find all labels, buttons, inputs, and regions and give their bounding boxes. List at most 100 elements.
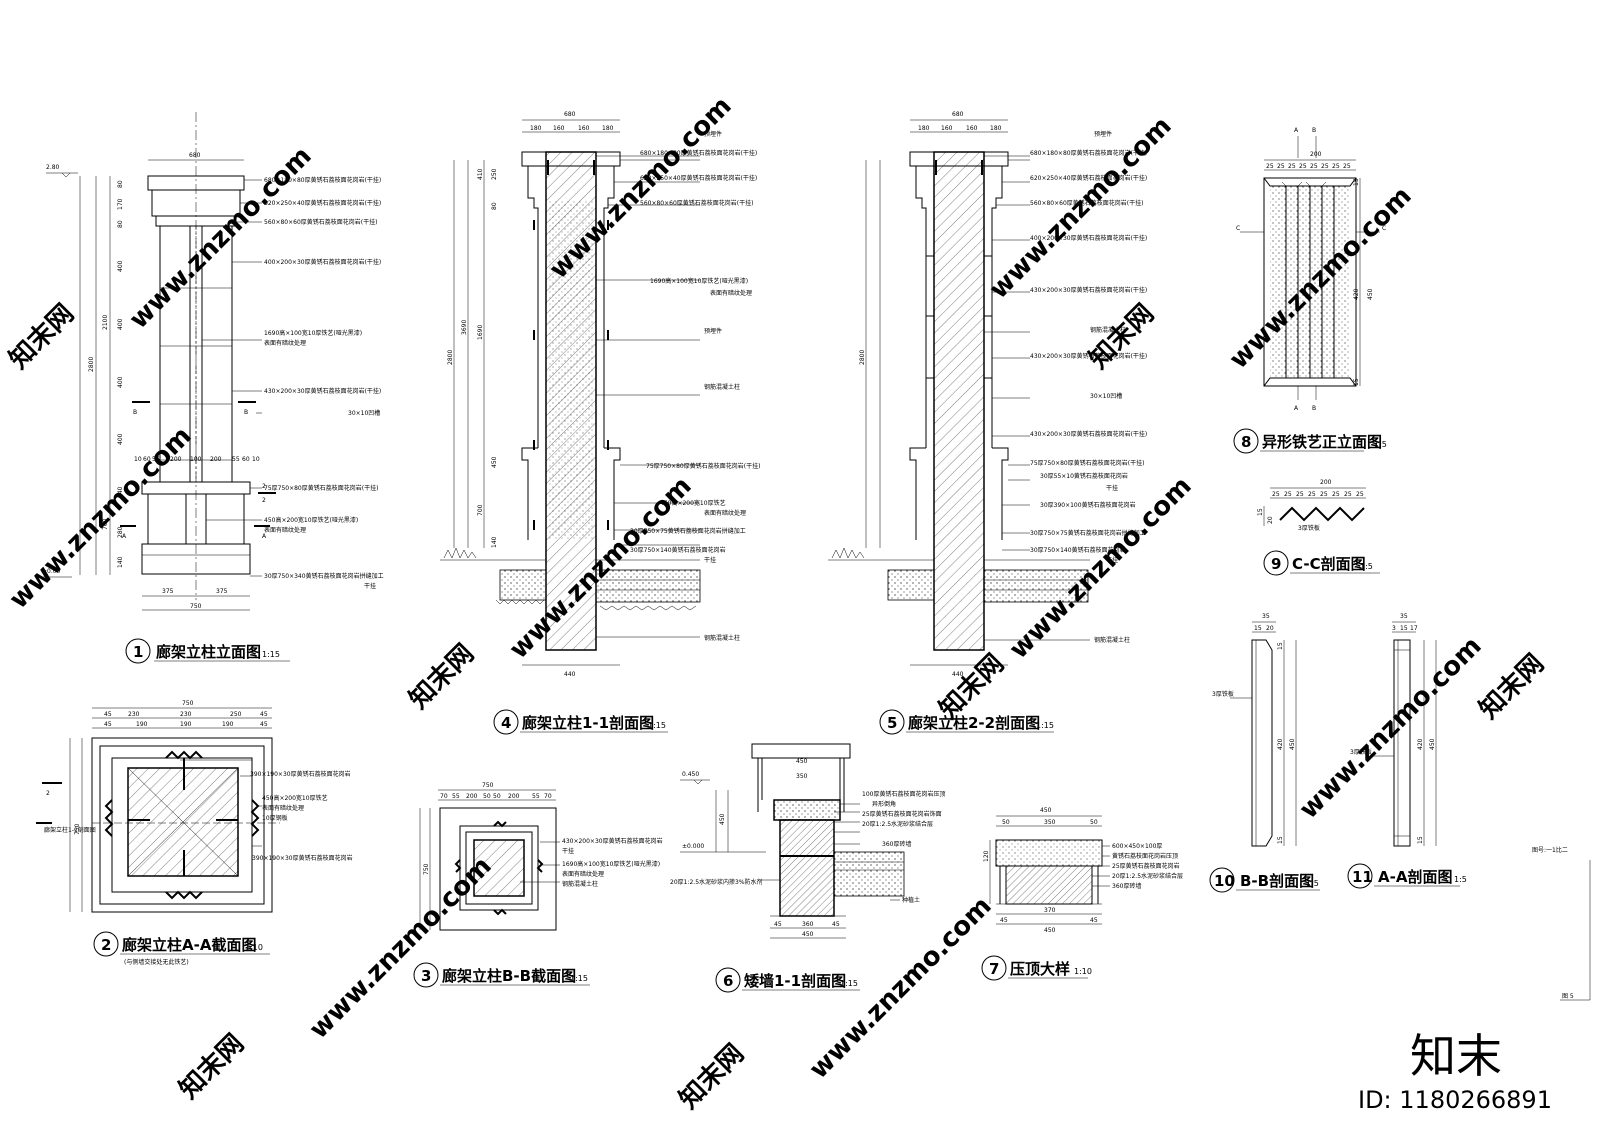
dimension-label: 55 — [152, 456, 160, 463]
annotation-text: 9 — [1271, 555, 1281, 573]
dimension-label: 750 — [423, 863, 430, 875]
dimension-label: 190 — [180, 721, 192, 728]
drawing-2-column-section-aa: 750 45 230 230 250 45 45 190 190 190 45 … — [36, 700, 353, 966]
annotation-text: 干挂 — [1106, 556, 1118, 564]
dimension-label: 200 — [1320, 479, 1332, 486]
dimension-label: 25 — [1272, 491, 1280, 498]
dimension-label: 375 — [162, 588, 174, 595]
dimension-label: 750 — [190, 603, 202, 610]
watermark-site: www.znzmo.com — [1294, 631, 1488, 825]
dimension-label: 50 — [1002, 819, 1010, 826]
dimension-label: 450 — [802, 931, 814, 938]
dimension-label: 50 — [483, 793, 491, 800]
dimension-label: 25 — [1356, 491, 1364, 498]
annotation-text: 560×80×60厚黄锈石荔枝面花岗岩(干挂) — [264, 218, 377, 226]
annotation-text: 1:10 — [245, 943, 263, 952]
dimension-label: 200 — [508, 793, 520, 800]
drawing-9-iron-section-cc: 200 25 25 25 25 25 25 25 25 15 20 3厚铁板 9… — [1257, 479, 1380, 576]
annotation-text: 异形倒角 — [872, 800, 896, 808]
annotation-text: 30厚750×75黄锈石荔枝面花岗岩拼缝加工 — [630, 527, 746, 535]
drawing-10-title: B-B剖面图 — [1240, 872, 1314, 890]
dimension-label: 55 — [452, 793, 460, 800]
dimension-label: 25 — [1296, 491, 1304, 498]
annotation-text: B — [1312, 405, 1316, 412]
dimension-label: 55 — [532, 793, 540, 800]
drawing-11-title: A-A剖面图 — [1378, 868, 1452, 886]
dimension-label: 170 — [117, 198, 124, 210]
drawing-11-iron-section-aa: 35 3 15 17 420 450 15 3厚铁板 11 A-A剖面图 1:5 — [1347, 613, 1467, 889]
dimension-label: 680 — [564, 111, 576, 118]
annotation-text: 钢筋混凝土柱 — [704, 383, 740, 391]
dimension-label: 10 — [134, 456, 142, 463]
drawing-5-column-section-22: 680 180 160 160 180 2800 440 预埋件 680×180… — [828, 111, 1147, 735]
annotation-text: C — [1382, 225, 1386, 232]
drawing-7-coping-detail: 450 50 350 50 120 370 45 450 45 600×450×… — [981, 807, 1183, 981]
dimension-label: 3690 — [461, 320, 468, 335]
annotation-text: 3厚铁板 — [1350, 748, 1372, 756]
dimension-label: 15 — [1254, 625, 1262, 632]
dimension-label: 25 — [1277, 163, 1285, 170]
dimension-label: 200 — [466, 793, 478, 800]
dimension-label: 280 — [117, 526, 124, 538]
dimension-label: 140 — [117, 556, 124, 568]
dimension-label: 250 — [491, 168, 498, 180]
dimension-label: 2100 — [102, 315, 109, 330]
annotation-text: 30厚750×340黄锈石荔枝面花岗岩拼缝加工 — [264, 572, 384, 580]
annotation-text: 75厚750×80厚黄锈石荔枝面花岗岩(干挂) — [646, 462, 760, 470]
annotation-text: 6 — [723, 972, 733, 990]
dimension-label: 360 — [802, 921, 814, 928]
dimension-label: 750 — [482, 782, 494, 789]
dimension-label: 680 — [952, 111, 964, 118]
dimension-label: 2800 — [88, 357, 95, 372]
annotation-text: 7 — [989, 960, 999, 978]
annotation-text: 预埋件 — [704, 327, 722, 335]
frame-corner — [1560, 860, 1591, 1001]
annotation-text: 450高×200宽10厚铁艺 — [262, 794, 328, 802]
dimension-label: 45 — [104, 711, 112, 718]
annotation-text: 430×200×30厚黄锈石荔枝面花岗岩 — [562, 837, 663, 845]
dimension-label: 200 — [1310, 151, 1322, 158]
annotation-text: 20厚1:2.5水泥砂浆内掺3%防水剂 — [670, 878, 763, 886]
dimension-label: 2800 — [447, 350, 454, 365]
dimension-label: 160 — [966, 125, 978, 132]
dimension-label: 15 — [1353, 378, 1360, 386]
drawing-1-column-elevation: 2.80 ±0.00 2800 2100 700 80 170 80 400 4… — [40, 112, 384, 664]
dimension-label: 160 — [578, 125, 590, 132]
dimension-label: 3 — [1392, 625, 1396, 632]
annotation-text: 2 — [46, 790, 50, 797]
annotation-text: 30厚750×75黄锈石荔枝面花岗岩拼缝加工 — [1030, 529, 1146, 537]
annotation-text: 1:10 — [1074, 967, 1092, 976]
annotation-text: 干挂 — [704, 556, 716, 564]
annotation-text: 1:5 — [1374, 440, 1387, 449]
dimension-label: 15 — [1257, 508, 1264, 516]
dimension-label: 450 — [719, 813, 726, 825]
watermark-site: www.znzmo.com — [984, 111, 1178, 305]
drawing-3-column-section-bb: 750 70 55 200 50 50 200 55 70 750 430×20… — [413, 782, 663, 988]
annotation-text: 11 — [1352, 868, 1373, 886]
drawing-3-title: 廊架立柱B-B截面图 — [442, 967, 576, 985]
annotation-text: 种植土 — [902, 896, 920, 904]
dimension-label: 420 — [1417, 738, 1424, 750]
annotation-text: 3厚铁板 — [1212, 690, 1234, 698]
annotation-text: 预埋件 — [704, 130, 722, 138]
page-number: 图 5 — [1562, 993, 1574, 1000]
dimension-label: 45 — [260, 721, 268, 728]
annotation-text: 表面有暗纹处理 — [704, 509, 746, 517]
annotation-text: 430×200×30厚黄锈石荔枝面花岗岩(干挂) — [1030, 286, 1147, 294]
annotation-text: 100厚黄锈石荔枝面花岗岩压顶 — [862, 790, 945, 798]
annotation-text: 75厚750×80厚黄锈石荔枝面花岗岩(干挂) — [1030, 459, 1144, 467]
annotation-text: 450高×200宽10厚铁艺(哑光黑漆) — [264, 516, 358, 524]
dimension-label: 25 — [1310, 163, 1318, 170]
annotation-text: 干挂 — [1106, 484, 1118, 492]
annotation-text: 钢筋混凝土柱 — [1094, 636, 1130, 644]
annotation-text: 400×200×30厚黄锈石荔枝面花岗岩(干挂) — [264, 258, 381, 266]
annotation-text: A — [1294, 405, 1299, 412]
dimension-label: 450 — [1367, 288, 1374, 300]
annotation-text: 表面有暗纹处理 — [264, 339, 306, 347]
annotation-text: 5 — [887, 714, 897, 732]
annotation-text: 2 — [101, 936, 111, 954]
annotation-text: 10厚钢板 — [262, 814, 288, 822]
drawing-6-low-wall-section: 0.450 ±0.000 450 350 450 45 360 45 450 1… — [670, 743, 945, 993]
dimension-label: 70 — [440, 793, 448, 800]
